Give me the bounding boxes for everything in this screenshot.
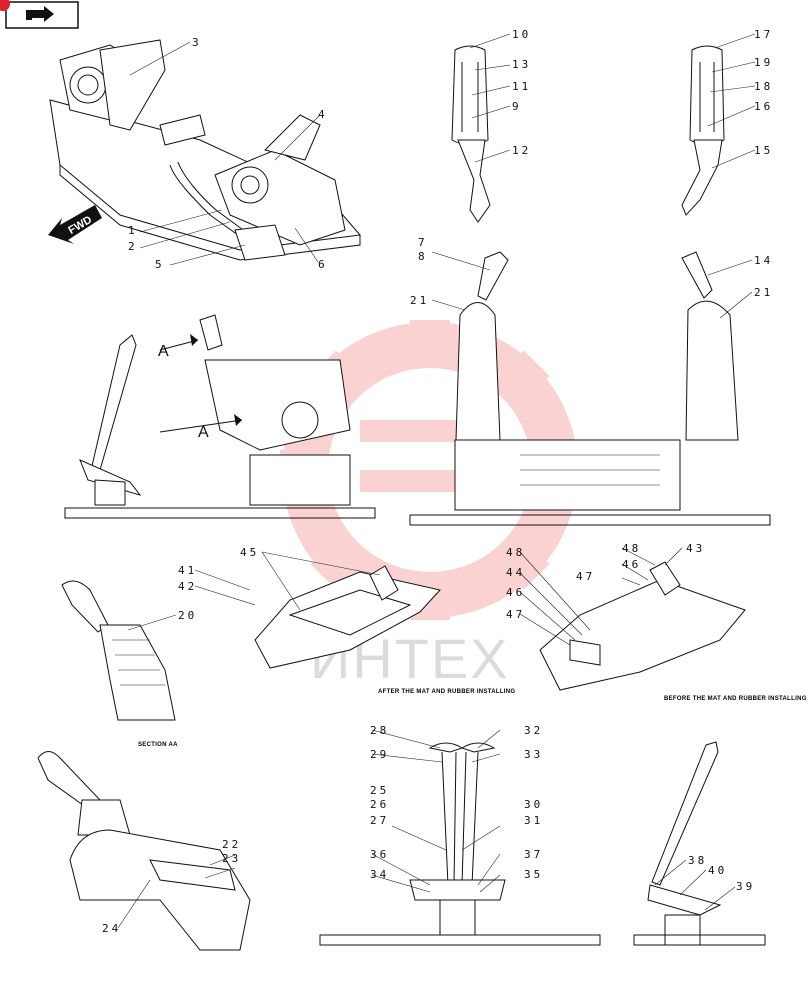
callout-10: 10 xyxy=(512,28,531,41)
callout-11: 11 xyxy=(512,80,531,93)
callout-6: 6 xyxy=(318,258,328,271)
callout-23: 23 xyxy=(222,852,241,865)
callout-31: 31 xyxy=(524,814,543,827)
callout-45: 45 xyxy=(240,546,259,559)
callout-4: 4 xyxy=(318,108,328,121)
callout-30: 30 xyxy=(524,798,543,811)
callout-29: 29 xyxy=(370,748,389,761)
callout-5: 5 xyxy=(155,258,165,271)
mat-after-assembly xyxy=(254,565,441,669)
callout-21-right: 21 xyxy=(754,286,773,299)
callout-9: 9 xyxy=(512,100,522,113)
view-a-assembly xyxy=(64,314,376,519)
callout-19: 19 xyxy=(754,56,773,69)
callout-12: 12 xyxy=(512,144,531,157)
callout-25: 25 xyxy=(370,784,389,797)
callout-17: 17 xyxy=(754,28,773,41)
callout-13: 13 xyxy=(512,58,531,71)
callout-44: 44 xyxy=(506,566,525,579)
callout-28: 28 xyxy=(370,724,389,737)
callout-16: 16 xyxy=(754,100,773,113)
callout-26: 26 xyxy=(370,798,389,811)
callout-40: 40 xyxy=(708,864,727,877)
callout-20: 20 xyxy=(178,609,197,622)
callout-43: 43 xyxy=(686,542,705,555)
right-handle-assembly xyxy=(681,45,725,216)
callout-32: 32 xyxy=(524,724,543,737)
twin-lever-assembly xyxy=(319,742,601,946)
after-mat-caption: AFTER THE MAT AND RUBBER INSTALLING xyxy=(378,689,515,695)
left-handle-assembly xyxy=(451,45,491,223)
callout-46-left: 46 xyxy=(506,586,525,599)
callout-3: 3 xyxy=(192,36,202,49)
control-tower-assembly xyxy=(409,251,771,526)
callout-24: 24 xyxy=(102,922,121,935)
callout-38: 38 xyxy=(688,854,707,867)
callout-41: 41 xyxy=(178,564,197,577)
callout-46-right: 46 xyxy=(622,558,641,571)
callouts: 1 2 3 4 5 6 7 8 9 10 11 12 13 14 15 16 1… xyxy=(102,28,773,935)
return-arrow-icon xyxy=(26,6,54,22)
callout-14: 14 xyxy=(754,254,773,267)
return-button[interactable] xyxy=(0,0,79,29)
callout-8: 8 xyxy=(418,250,428,263)
callout-42: 42 xyxy=(178,580,197,593)
section-aa-assembly xyxy=(61,580,176,721)
fwd-label: FWD xyxy=(66,214,94,237)
callout-35: 35 xyxy=(524,868,543,881)
callout-21-left: 21 xyxy=(410,294,429,307)
callout-47-right: 47 xyxy=(576,570,595,583)
callout-36: 36 xyxy=(370,848,389,861)
callout-47-left: 47 xyxy=(506,608,525,621)
section-aa-caption: SECTION AA xyxy=(138,742,178,748)
fwd-arrow: FWD xyxy=(48,205,102,244)
callout-48-right: 48 xyxy=(622,542,641,555)
callout-33: 33 xyxy=(524,748,543,761)
callout-39: 39 xyxy=(736,880,755,893)
callout-2: 2 xyxy=(128,240,138,253)
leader-lines xyxy=(117,33,756,929)
callout-27: 27 xyxy=(370,814,389,827)
single-lever-assembly xyxy=(633,741,766,946)
callout-34: 34 xyxy=(370,868,389,881)
view-a-label-top: A xyxy=(158,343,169,360)
callout-48-left: 48 xyxy=(506,546,525,559)
console-frame-assembly xyxy=(49,39,361,261)
before-mat-caption: BEFORE THE MAT AND RUBBER INSTALLING xyxy=(664,696,807,702)
mat-before-assembly xyxy=(539,561,746,691)
callout-18: 18 xyxy=(754,80,773,93)
view-a-label-bottom: A xyxy=(198,424,209,441)
callout-1: 1 xyxy=(128,224,138,237)
joystick-console-assembly xyxy=(37,751,251,951)
callout-7: 7 xyxy=(418,236,428,249)
callout-37: 37 xyxy=(524,848,543,861)
callout-15: 15 xyxy=(754,144,773,157)
callout-22: 22 xyxy=(222,838,241,851)
